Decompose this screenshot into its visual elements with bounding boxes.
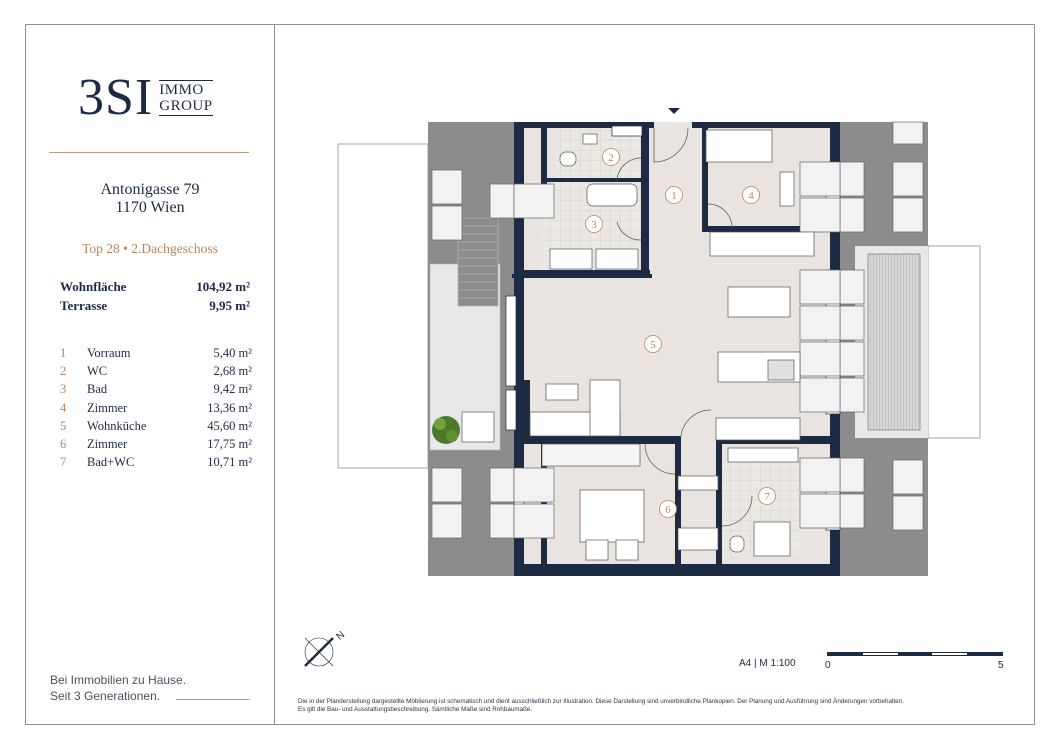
terrace-decking <box>867 253 921 431</box>
list-item: 6 Zimmer 17,75 m² <box>60 435 252 453</box>
room-name: Vorraum <box>87 345 131 360</box>
area-row-living: Wohnfläche 104,92 m² <box>60 279 250 295</box>
logo-sub: IMMO GROUP <box>159 80 213 116</box>
tagline: Bei Immobilien zu Hause. Seit 3 Generati… <box>50 672 186 704</box>
room-number: 7 <box>60 455 67 470</box>
room-size: 45,60 m² <box>207 418 252 433</box>
room-marker-4: 4 <box>742 186 760 204</box>
room-number: 6 <box>60 437 67 452</box>
area-value: 9,95 m² <box>209 298 250 313</box>
room-size: 13,36 m² <box>207 400 252 415</box>
room-name: Zimmer <box>87 437 128 452</box>
terrace-left-outline <box>337 143 429 469</box>
svg-text:3: 3 <box>591 219 597 231</box>
page-frame <box>25 24 1035 725</box>
scale-bar <box>827 652 1003 656</box>
header-rule <box>49 152 249 153</box>
room-number: 2 <box>60 363 67 378</box>
compass-icon: N <box>304 630 347 667</box>
room-number: 5 <box>60 418 67 433</box>
company-logo: 3SI IMMO GROUP <box>78 72 213 124</box>
svg-text:1: 1 <box>671 190 677 202</box>
svg-text:5: 5 <box>650 339 656 351</box>
scale-end: 5 <box>998 660 1004 671</box>
scale-start: 0 <box>825 660 831 671</box>
tagline-line2: Seit 3 Generationen. <box>50 689 161 703</box>
tagline-rule <box>176 699 250 700</box>
logo-sub-line1: IMMO <box>159 82 204 98</box>
svg-text:7: 7 <box>764 491 770 503</box>
list-item: 3 Bad 9,42 m² <box>60 381 252 399</box>
svg-text:4: 4 <box>748 190 754 202</box>
area-label: Terrasse <box>60 298 108 313</box>
panel-divider <box>274 24 275 725</box>
unit-label: Top 28 • 2.Dachgeschoss <box>82 241 218 256</box>
room-size: 5,40 m² <box>213 345 252 360</box>
svg-text:2: 2 <box>608 152 614 164</box>
logo-sub-line2: GROUP <box>159 98 213 114</box>
room-size: 9,42 m² <box>213 382 252 397</box>
roof-windows <box>431 121 924 539</box>
area-row-terrace: Terrasse 9,95 m² <box>60 298 250 314</box>
terrace-right-outline <box>927 245 981 439</box>
room-marker-6: 6 <box>659 500 677 518</box>
area-label: Wohnfläche <box>60 279 127 294</box>
room-number: 1 <box>60 345 67 360</box>
plant-icon <box>432 416 460 444</box>
list-item: 5 Wohnküche 45,60 m² <box>60 417 252 435</box>
disclaimer-line1: Die in der Planderstellung dargestellte … <box>298 698 904 705</box>
furniture <box>461 129 815 561</box>
room-marker-2: 2 <box>602 148 620 166</box>
svg-text:6: 6 <box>665 504 671 516</box>
room-markers: 1 2 3 4 5 6 7 <box>585 148 776 518</box>
room-size: 2,68 m² <box>213 363 252 378</box>
room-name: Zimmer <box>87 400 128 415</box>
address-street: Antonigasse 79 <box>100 181 200 198</box>
room-name: WC <box>87 363 108 378</box>
address: Antonigasse 79 1170 Wien <box>50 181 250 217</box>
room-marker-1: 1 <box>665 186 683 204</box>
room-marker-5: 5 <box>644 335 662 353</box>
room-size: 17,75 m² <box>207 437 252 452</box>
room-marker-3: 3 <box>585 215 603 233</box>
doors <box>616 127 753 527</box>
address-city: 1170 Wien <box>115 199 185 216</box>
list-item: 7 Bad+WC 10,71 m² <box>60 454 252 472</box>
room-size: 10,71 m² <box>207 455 252 470</box>
room-marker-7: 7 <box>758 487 776 505</box>
list-item: 1 Vorraum 5,40 m² <box>60 344 252 362</box>
stairs <box>457 217 499 307</box>
room-number: 4 <box>60 400 67 415</box>
room-list: 1 Vorraum 5,40 m² 2 WC 2,68 m² 3 Bad 9,42 m² 4… <box>60 344 252 472</box>
room-name: Bad+WC <box>87 455 135 470</box>
logo-main-text: 3SI <box>78 69 154 126</box>
room-number: 3 <box>60 382 67 397</box>
list-item: 4 Zimmer 13,36 m² <box>60 399 252 417</box>
room-name: Wohnküche <box>87 418 147 433</box>
room-name: Bad <box>87 382 108 397</box>
disclaimer-line2: Es gilt die Bau- und Ausstattungsbeschre… <box>298 706 533 713</box>
disclaimer: Die in der Planderstellung dargestellte … <box>298 698 998 714</box>
area-value: 104,92 m² <box>196 279 250 294</box>
list-item: 2 WC 2,68 m² <box>60 362 252 380</box>
scale-label: A4 | M 1:100 <box>739 658 796 669</box>
compass-north-label: N <box>334 630 347 643</box>
tagline-line1: Bei Immobilien zu Hause. <box>50 673 187 687</box>
entrance-arrow-icon <box>668 108 680 114</box>
